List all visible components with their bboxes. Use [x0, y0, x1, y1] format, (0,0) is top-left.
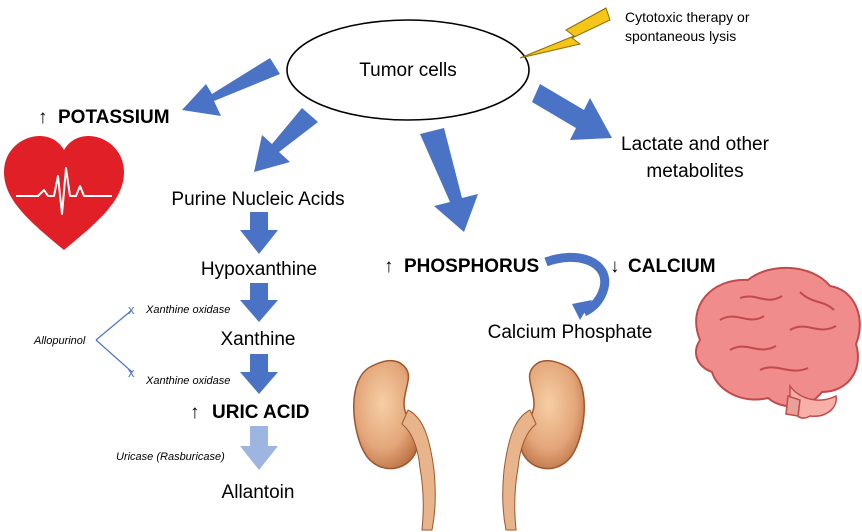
trigger-line2: spontaneous lysis — [625, 28, 736, 44]
allantoin-label: Allantoin — [222, 482, 295, 503]
arrow-uric-acid-to-allantoin — [240, 426, 278, 470]
arrow-xanthine-to-uric-acid — [240, 354, 278, 394]
arrow-to-purine — [254, 108, 318, 172]
calcium-phosphate-label: Calcium Phosphate — [488, 322, 653, 343]
tumor-cells-ellipse — [286, 19, 530, 121]
lightning-bolt-icon — [519, 7, 611, 59]
arrow-to-phosphorus — [420, 128, 478, 232]
allopurinol-inhibition-lines — [95, 309, 133, 373]
hypoxanthine-label: Hypoxanthine — [201, 259, 317, 280]
uric-acid-arrow: ↑ — [190, 402, 200, 423]
phosphorus-arrow: ↑ — [384, 256, 394, 277]
potassium-label: POTASSIUM — [58, 107, 170, 128]
phosphorus-label: PHOSPHORUS — [404, 256, 539, 277]
curved-arrow-to-calcium-phosphate — [544, 252, 610, 320]
heart-ecg-icon — [4, 136, 124, 250]
allopurinol-label: Allopurinol — [33, 335, 86, 347]
uric-acid-label: URIC ACID — [212, 402, 309, 423]
lactate-line1: Lactate and other — [621, 134, 770, 155]
xanthine-oxidase-2: Xanthine oxidase — [145, 375, 230, 387]
kidney-right-icon — [502, 360, 585, 531]
purine-label: Purine Nucleic Acids — [171, 189, 344, 210]
block-mark-1: x — [128, 302, 135, 317]
arrow-to-potassium — [182, 58, 280, 116]
trigger-line1: Cytotoxic therapy or — [625, 9, 750, 25]
arrow-purine-to-hypoxanthine — [240, 212, 278, 254]
xanthine-oxidase-1: Xanthine oxidase — [145, 304, 230, 316]
arrow-hypoxanthine-to-xanthine — [240, 283, 278, 322]
lactate-line2: metabolites — [646, 161, 743, 182]
brain-icon — [695, 267, 861, 419]
arrow-to-lactate — [532, 84, 612, 140]
calcium-arrow: ↓ — [610, 256, 620, 277]
xanthine-label: Xanthine — [220, 329, 295, 350]
tumor-cells-label: Tumor cells — [359, 60, 456, 81]
block-mark-2: x — [128, 365, 135, 380]
potassium-arrow: ↑ — [38, 107, 48, 128]
calcium-label: CALCIUM — [628, 256, 716, 277]
kidney-left-icon — [353, 360, 436, 531]
uricase-label: Uricase (Rasburicase) — [116, 451, 225, 463]
